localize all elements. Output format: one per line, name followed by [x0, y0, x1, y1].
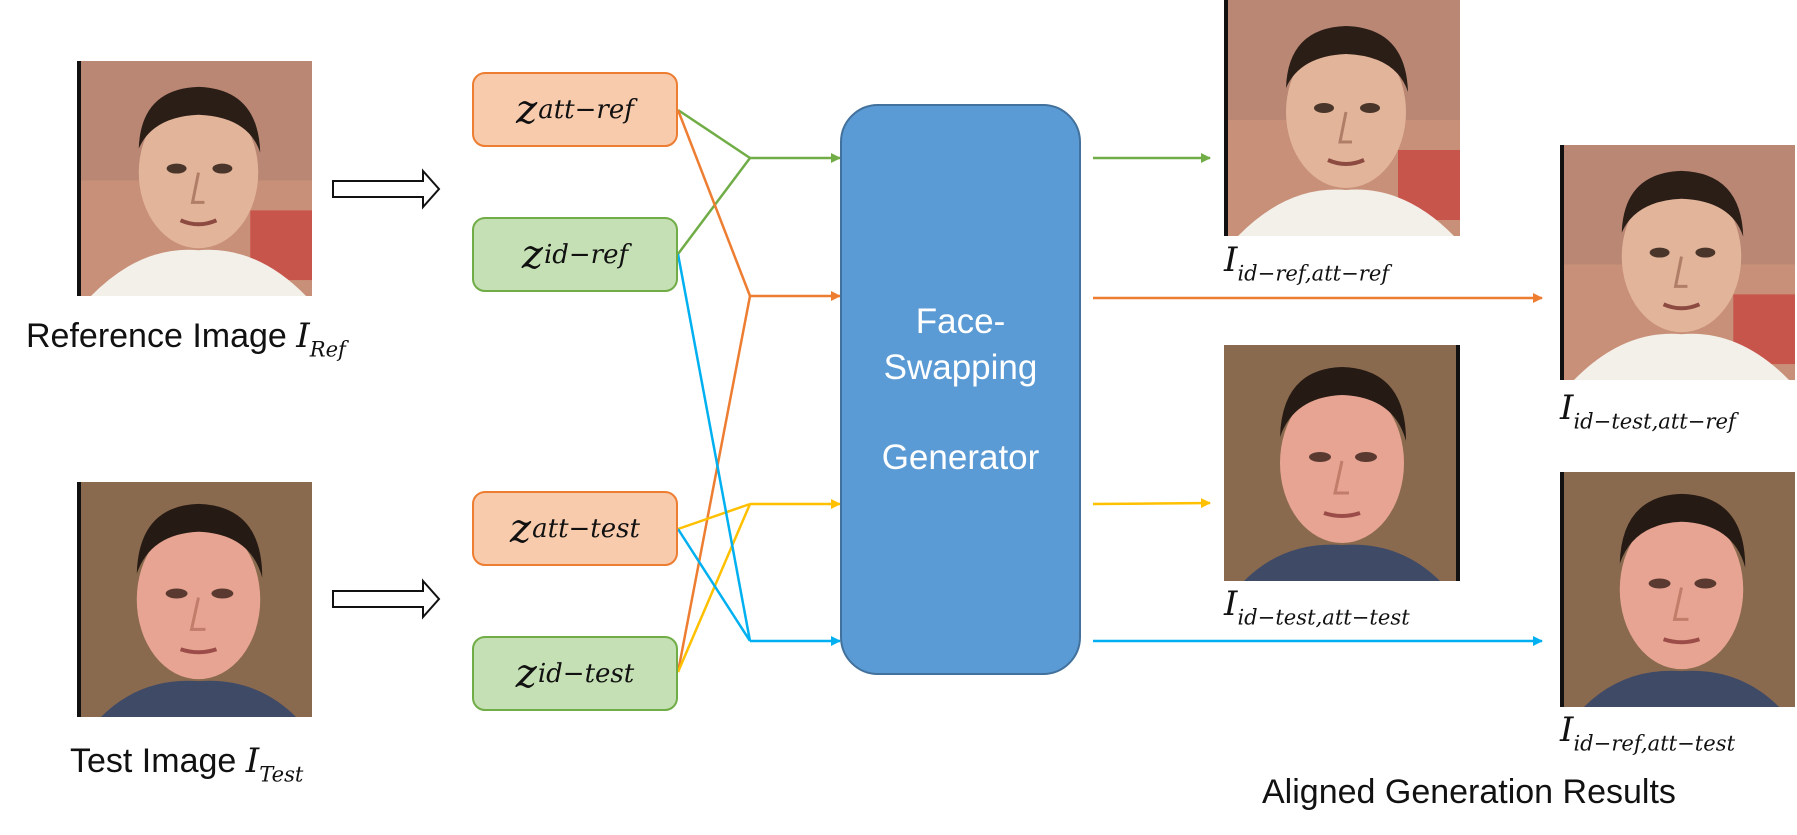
generator-label-line1: Face-	[915, 302, 1006, 341]
output-face-id-ref-att-ref	[1224, 0, 1460, 236]
reference-image-label: Reference Image IRef	[26, 316, 346, 362]
output-face-id-test-att-test	[1224, 345, 1460, 581]
wire-blue-2	[676, 528, 752, 642]
test-image-label: Test Image ITest	[70, 741, 304, 787]
face-swapping-generator: Face- Swapping Generator	[840, 104, 1081, 675]
wire-green-1	[677, 108, 751, 160]
input-arrow-test	[332, 578, 441, 620]
test-face-image	[77, 482, 312, 717]
aligned-results-caption: Aligned Generation Results	[1262, 773, 1676, 811]
reference-face-image	[77, 61, 312, 296]
output-face-id-test-att-ref	[1560, 145, 1795, 380]
output-face-id-ref-att-test	[1560, 472, 1795, 707]
generator-label-line3: Generator	[881, 438, 1040, 477]
wire-yellow-2	[676, 503, 752, 673]
input-arrow-ref	[332, 168, 441, 210]
wire-orange-1	[676, 109, 752, 297]
wire-blue-1	[676, 253, 752, 642]
wire-yellow-1	[677, 502, 751, 531]
wire-orange-2	[676, 295, 752, 673]
output-label-id-ref-att-test: Iid−ref,att−test	[1560, 710, 1736, 756]
output-label-id-test-att-test: Iid−test,att−test	[1224, 584, 1410, 630]
output-label-id-test-att-ref: Iid−test,att−ref	[1560, 388, 1736, 434]
generator-label-line2: Swapping	[883, 348, 1038, 387]
wire-out-yellow	[1092, 498, 1211, 509]
output-label-id-ref-att-ref: Iid−ref,att−ref	[1224, 240, 1390, 286]
